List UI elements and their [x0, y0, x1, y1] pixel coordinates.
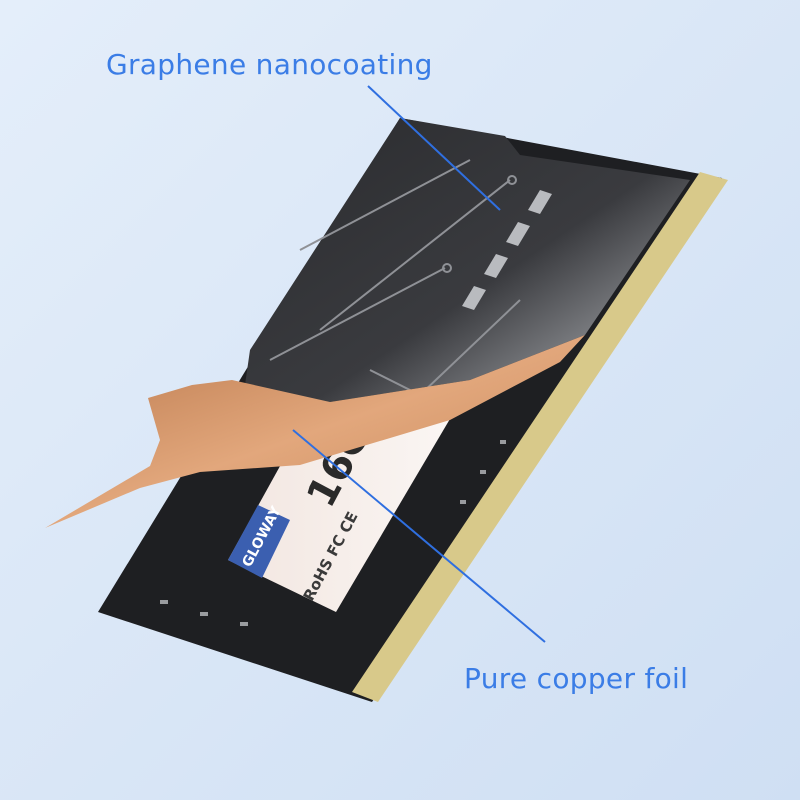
graphene-heatsink	[240, 118, 690, 420]
copper-foil	[45, 335, 585, 528]
graphene-callout-label: Graphene nanocoating	[106, 48, 433, 81]
gold-contacts	[352, 172, 728, 702]
label-brand-band	[228, 505, 290, 578]
copper-callout-label: Pure copper foil	[464, 662, 689, 695]
graphene-callout-line	[367, 85, 501, 211]
product-label	[228, 385, 470, 612]
copper-callout-line	[292, 429, 546, 643]
heatsink-stripes	[462, 190, 552, 310]
